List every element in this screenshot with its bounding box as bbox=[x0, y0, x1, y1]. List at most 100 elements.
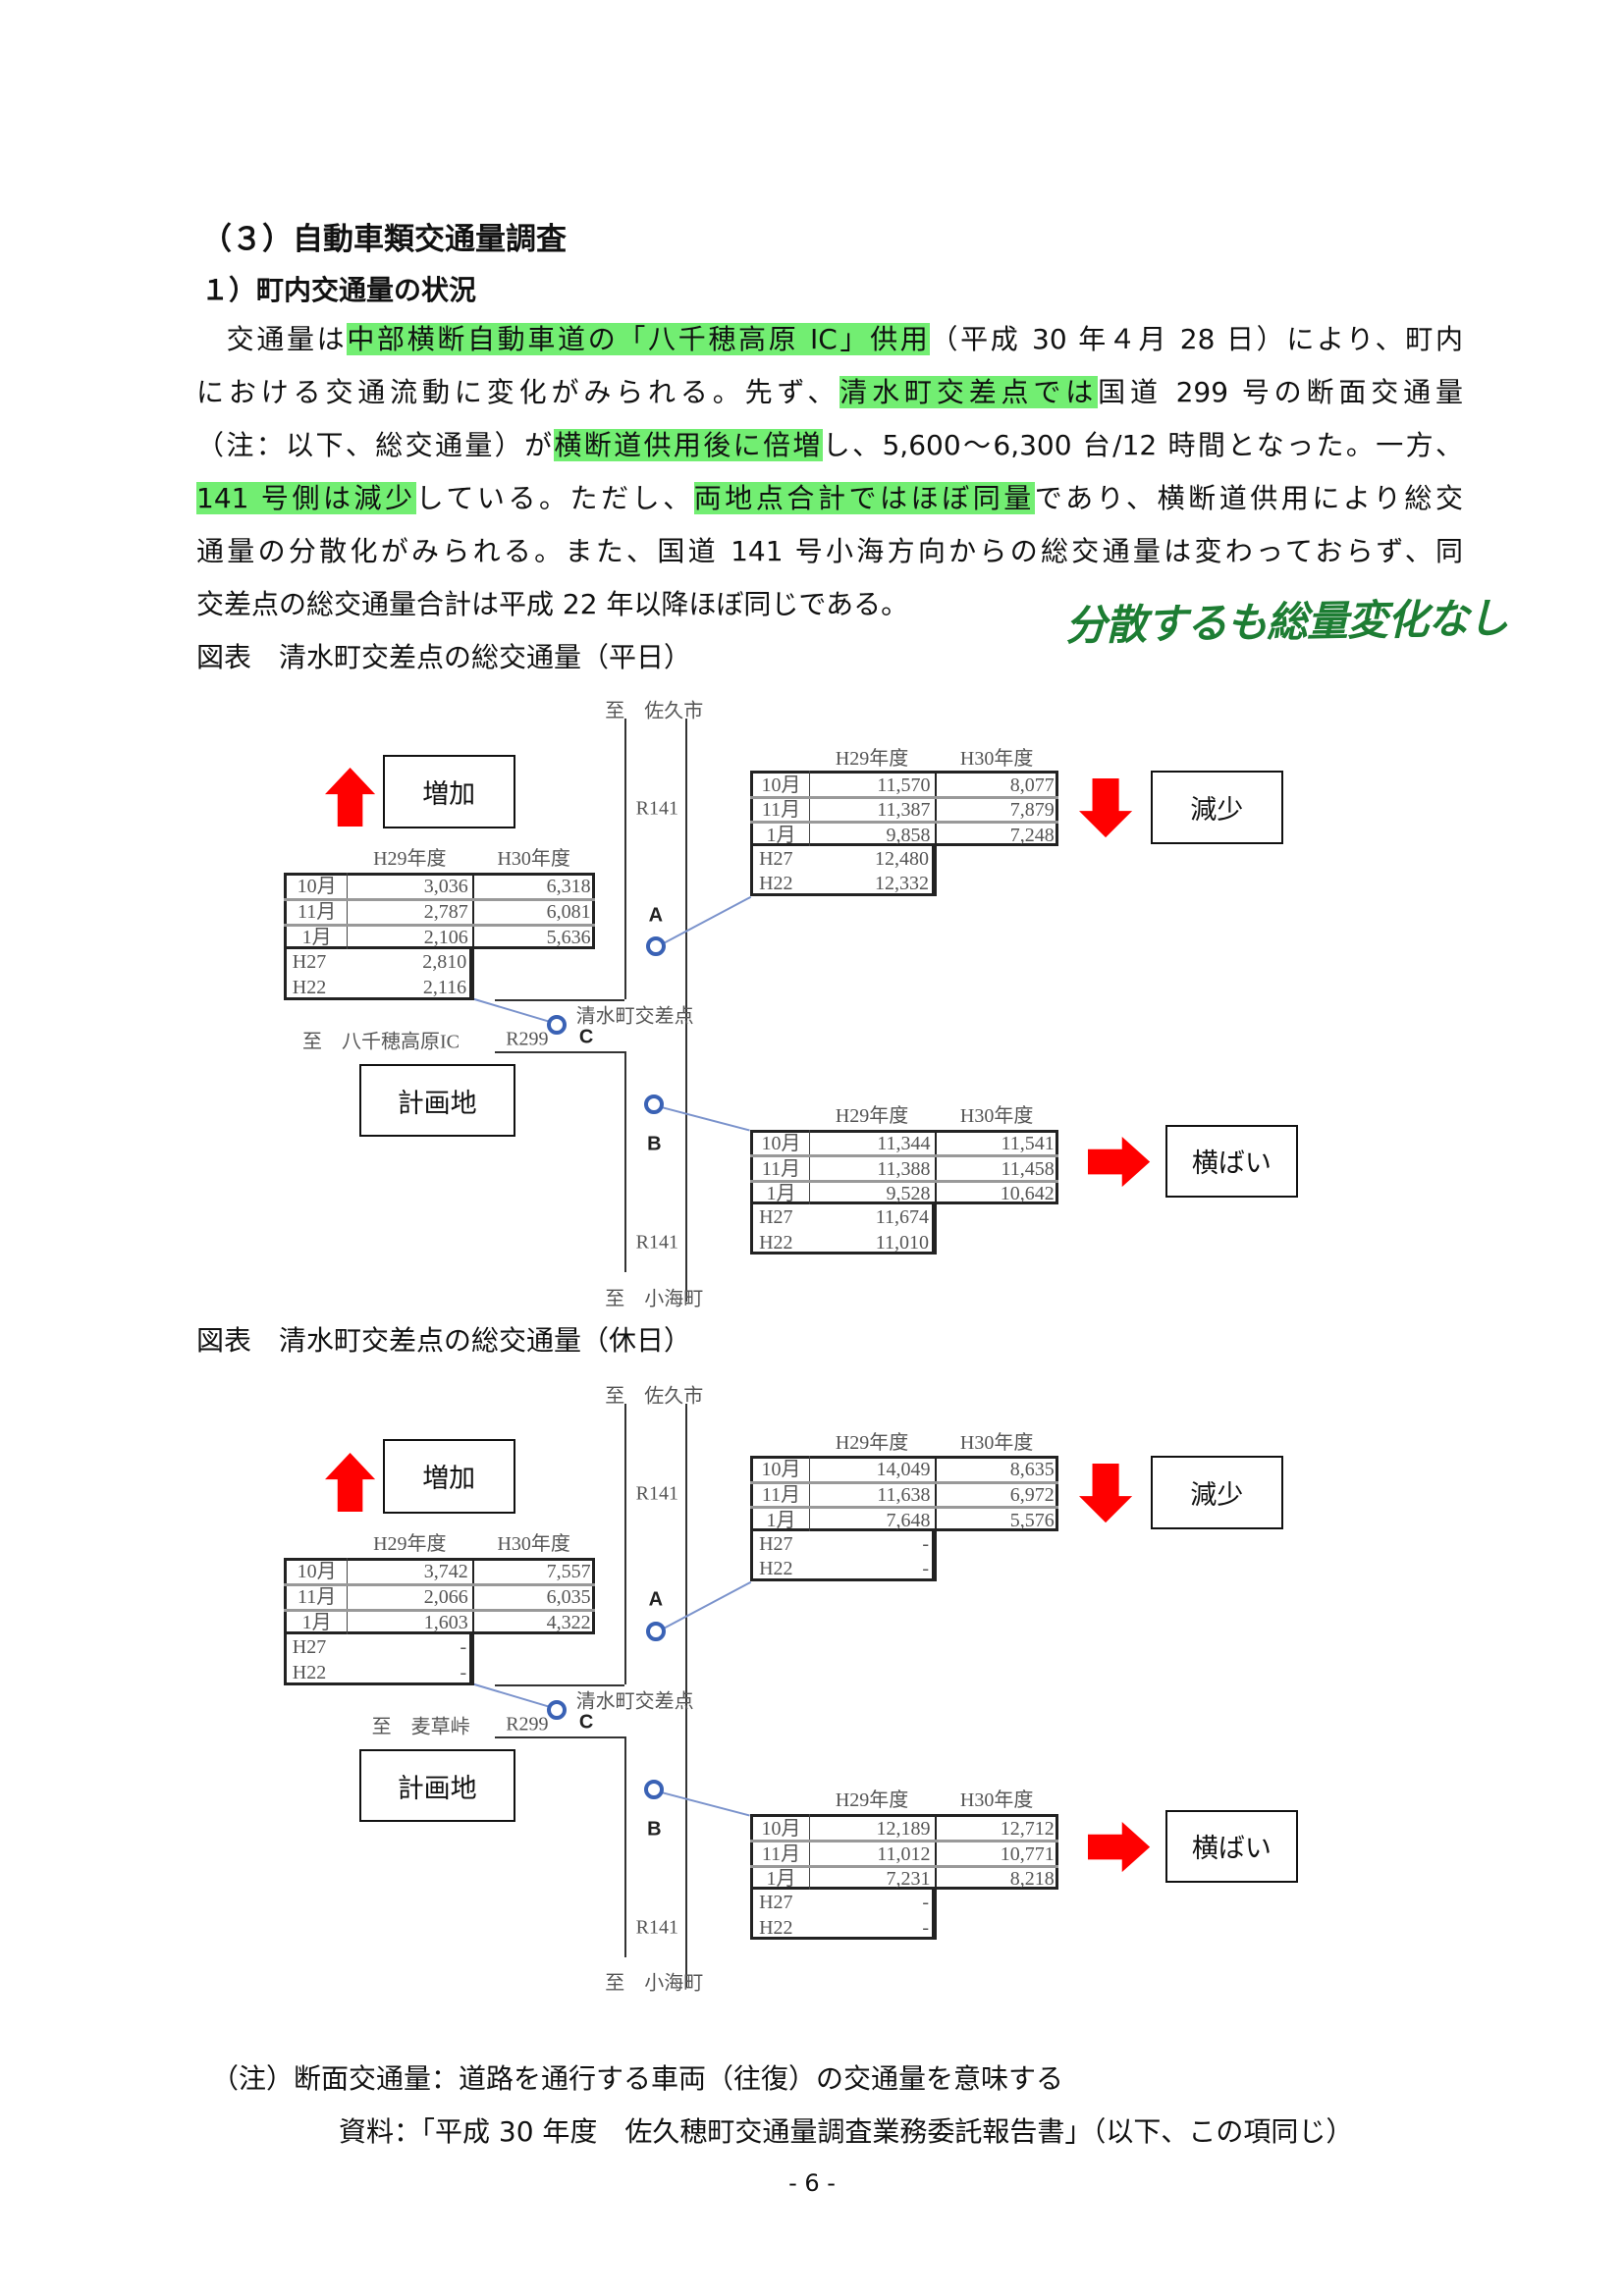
text-segment: し、5,600～6,300 台/12 時間となった。一方、 bbox=[822, 429, 1463, 461]
column-header-h30: H30年度 bbox=[959, 1432, 1034, 1455]
point-label-b: B bbox=[647, 1818, 662, 1840]
footnote: （注）断面交通量：道路を通行する車両（往復）の交通量を意味する bbox=[211, 2062, 1064, 2095]
column-header-h29: H29年度 bbox=[373, 1532, 447, 1555]
table-cell-h29: 11,344 bbox=[877, 1133, 931, 1155]
paragraph-line: 通量の分散化がみられる。また、国道 141 号小海方向からの総交通量は変わってお… bbox=[196, 531, 1463, 584]
table-cell-h30: 7,879 bbox=[1009, 799, 1055, 822]
table-cell-h30: 8,635 bbox=[1009, 1459, 1055, 1481]
road-edge-r141-west-south bbox=[624, 1735, 627, 1958]
table-row-label: 10月 bbox=[761, 1459, 801, 1481]
table-row-label: 1月 bbox=[766, 1868, 796, 1891]
source-citation: 資料：「平成 30 年度 佐久穂町交通量調査業務委託報告書」（以下、この項同じ） bbox=[339, 2115, 1354, 2148]
history-row-value: - bbox=[922, 1916, 929, 1939]
row-divider bbox=[750, 795, 1059, 799]
column-divider bbox=[472, 872, 475, 1000]
highlighted-text: 141 号側は減少 bbox=[196, 482, 416, 514]
table-cell-h29: 12,189 bbox=[876, 1817, 931, 1840]
history-row-value: - bbox=[922, 1558, 929, 1580]
table-row-label: 11月 bbox=[761, 1157, 801, 1180]
column-divider bbox=[935, 1455, 937, 1581]
column-header-h30: H30年度 bbox=[497, 1532, 570, 1555]
text-segment: している。ただし、 bbox=[415, 482, 694, 514]
row-divider bbox=[283, 1608, 596, 1612]
table-row-label: 10月 bbox=[297, 876, 337, 898]
column-divider bbox=[347, 1557, 349, 1634]
leader-line-b bbox=[653, 1789, 751, 1817]
row-divider bbox=[283, 923, 596, 927]
table-cell-h29: 3,036 bbox=[423, 876, 468, 898]
table-cell-h29: 11,387 bbox=[877, 799, 931, 822]
history-row-label: H22 bbox=[759, 1558, 793, 1580]
survey-point-b bbox=[644, 1095, 665, 1114]
table-cell-h29: 7,648 bbox=[886, 1509, 931, 1531]
history-row-value: - bbox=[922, 1532, 929, 1555]
row-divider bbox=[750, 1179, 1059, 1183]
column-divider bbox=[935, 771, 937, 896]
road-edge-r299-south bbox=[494, 1735, 625, 1738]
table-cell-h29: 9,528 bbox=[886, 1183, 931, 1205]
road-edge-r299-north bbox=[494, 1684, 625, 1687]
survey-point-a bbox=[645, 1621, 666, 1641]
column-header-h30: H30年度 bbox=[959, 1789, 1034, 1812]
highlighted-text: 清水町交差点では bbox=[839, 376, 1099, 408]
paragraph-line: 交通量は中部横断自動車道の「八千穂高原 IC」供用（平成 30 年４月 28 日… bbox=[196, 319, 1463, 372]
table-cell-h30: 7,248 bbox=[1009, 824, 1055, 846]
table-row-label: 11月 bbox=[761, 1484, 801, 1506]
column-divider bbox=[809, 1455, 811, 1531]
table-cell-h29: 9,858 bbox=[886, 824, 931, 846]
table-history-border bbox=[750, 845, 935, 896]
table-cell-h30: 7,557 bbox=[546, 1561, 591, 1583]
table-row-label: 1月 bbox=[766, 824, 796, 846]
destination-north: 至 佐久市 bbox=[605, 1385, 704, 1408]
subsection-heading: １）町内交通量の状況 bbox=[201, 274, 477, 306]
table-cell-h29: 11,388 bbox=[877, 1157, 931, 1180]
road-edge-r141-west-north bbox=[624, 719, 627, 1000]
route-label-r141: R141 bbox=[635, 797, 678, 820]
table-cell-h29: 3,742 bbox=[423, 1561, 468, 1583]
route-label-r141: R141 bbox=[635, 1916, 678, 1939]
table-row-label: 10月 bbox=[761, 774, 801, 796]
table-cell-h30: 8,218 bbox=[1009, 1868, 1055, 1891]
column-divider bbox=[809, 1814, 811, 1891]
arrow-right-icon bbox=[1088, 1137, 1151, 1188]
history-row-label: H27 bbox=[759, 1206, 793, 1229]
table-row-label: 11月 bbox=[298, 1586, 337, 1609]
table-cell-h30: 6,035 bbox=[546, 1586, 591, 1609]
arrow-right-icon bbox=[1088, 1821, 1151, 1873]
destination-south: 至 小海町 bbox=[605, 1288, 704, 1309]
table-row-label: 11月 bbox=[298, 901, 337, 924]
row-divider bbox=[750, 1154, 1059, 1158]
table-main-border bbox=[283, 872, 596, 949]
highlighted-text: 中部横断自動車道の「八千穂高原 IC」供用 bbox=[347, 323, 931, 355]
row-divider bbox=[750, 1506, 1059, 1510]
table-main-border bbox=[750, 1455, 1059, 1531]
table-history-border bbox=[283, 948, 473, 1000]
arrow-down-icon bbox=[1079, 777, 1133, 837]
road-edge-r141-west-south bbox=[624, 1050, 627, 1273]
road-edge-r141-west-north bbox=[624, 1404, 627, 1685]
point-label-c: C bbox=[578, 1026, 594, 1048]
table-cell-h30: 12,712 bbox=[1000, 1817, 1055, 1840]
highlighted-text: 両地点合計ではほぼ同量 bbox=[693, 482, 1035, 514]
history-row-value: 11,674 bbox=[875, 1206, 929, 1229]
column-header-h30: H30年度 bbox=[959, 747, 1034, 770]
column-divider bbox=[935, 1814, 937, 1941]
survey-point-c bbox=[547, 1699, 567, 1720]
paragraph-line: における交通流動に変化がみられる。先ず、清水町交差点では国道 299 号の断面交… bbox=[196, 372, 1463, 425]
leader-line-a bbox=[655, 1580, 751, 1633]
column-header-h29: H29年度 bbox=[835, 1432, 909, 1455]
table-cell-h30: 5,636 bbox=[546, 927, 591, 949]
column-header-h29: H29年度 bbox=[373, 847, 447, 870]
column-header-h29: H29年度 bbox=[835, 1104, 909, 1127]
history-row-label: H22 bbox=[759, 873, 793, 895]
table-cell-h30: 4,322 bbox=[546, 1612, 591, 1634]
trend-label-b: 横ばい bbox=[1164, 1809, 1299, 1883]
arrow-up-icon bbox=[324, 1452, 376, 1513]
table-main-border bbox=[283, 1557, 596, 1634]
route-label-r141: R141 bbox=[635, 1231, 678, 1254]
plan-site-box: 計画地 bbox=[358, 1064, 515, 1138]
table-main-border bbox=[750, 771, 1059, 846]
point-label-a: A bbox=[648, 904, 664, 926]
row-divider bbox=[283, 897, 596, 901]
